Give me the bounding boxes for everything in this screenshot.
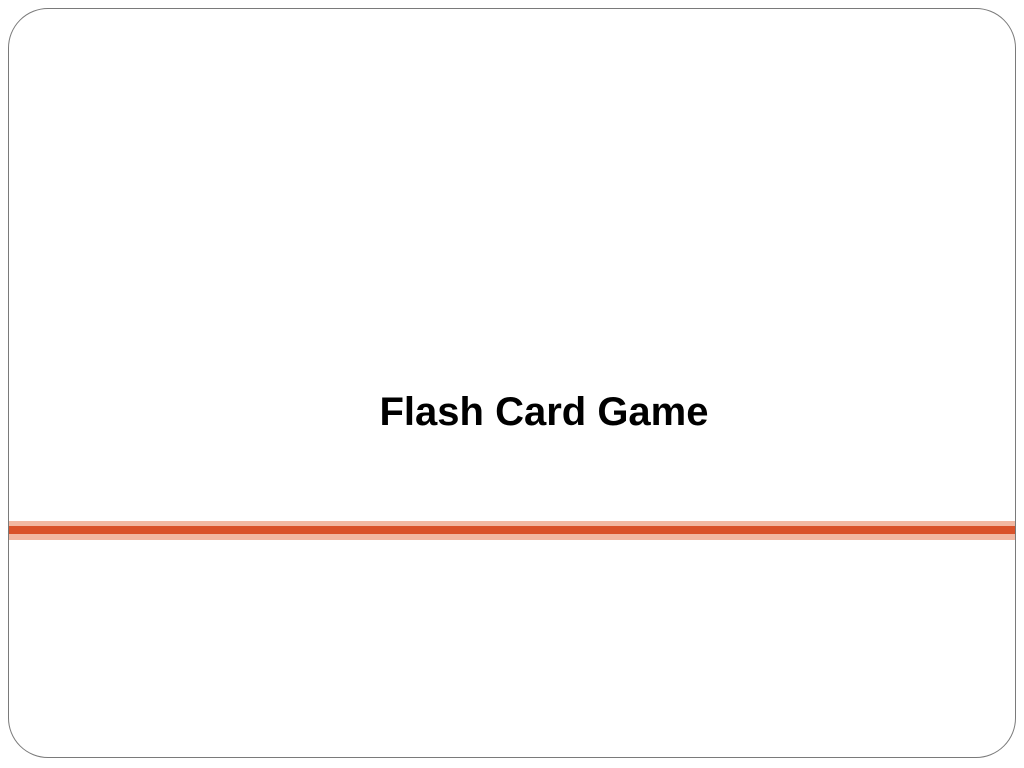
slide-title: Flash Card Game: [379, 390, 709, 434]
slide-frame: Flash Card Game: [8, 8, 1016, 758]
accent-stripe-middle: [9, 526, 1015, 534]
accent-stripe-top: [9, 521, 1015, 526]
accent-stripe: [9, 521, 1015, 541]
accent-stripe-bottom: [9, 534, 1015, 540]
